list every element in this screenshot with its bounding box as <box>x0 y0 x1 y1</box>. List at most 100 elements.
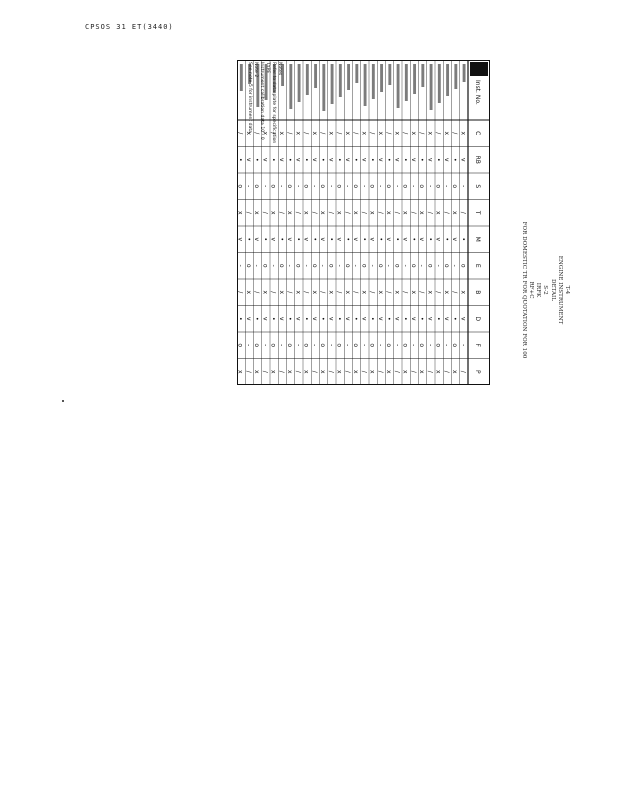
cell-mark: v <box>270 237 277 241</box>
cell-mark: x <box>360 131 367 135</box>
cell-mark: - <box>294 185 301 187</box>
cell-mark: v <box>393 317 400 321</box>
cell-mark: x <box>410 290 417 294</box>
cell-mark: • <box>410 237 417 241</box>
cell-mark: x <box>278 131 285 135</box>
cell-mark: - <box>294 344 301 346</box>
cell-mark: x <box>253 211 260 215</box>
cell-mark: x <box>237 211 244 215</box>
cell-mark: • <box>344 237 351 241</box>
cell-mark: / <box>402 132 409 135</box>
cell-mark: - <box>426 185 433 187</box>
cell-mark: - <box>435 265 442 267</box>
row-label-mark <box>413 64 417 94</box>
cell-mark: x <box>253 370 260 374</box>
cell-mark: x <box>459 131 466 135</box>
cell-mark: / <box>410 371 417 374</box>
cell-mark: • <box>393 237 400 241</box>
cell-mark: x <box>336 370 343 374</box>
cell-mark: - <box>245 344 252 346</box>
cell-mark: / <box>327 371 334 374</box>
cell-mark: • <box>435 158 442 162</box>
cell-mark: x <box>443 290 450 294</box>
cell-mark: o <box>270 184 277 188</box>
cell-mark: x <box>261 131 268 135</box>
cell-mark: x <box>385 211 392 215</box>
cell-mark: - <box>278 185 285 187</box>
row-label-mark <box>256 64 260 107</box>
cell-mark: x <box>245 290 252 294</box>
cell-mark: v <box>294 317 301 321</box>
cell-mark: - <box>360 185 367 187</box>
cell-mark: o <box>435 184 442 188</box>
row-label-mark <box>239 64 243 91</box>
cell-mark: x <box>336 211 343 215</box>
cell-mark: o <box>311 264 318 268</box>
cell-mark: v <box>443 317 450 321</box>
cell-mark: • <box>385 158 392 162</box>
cell-mark: v <box>278 317 285 321</box>
cell-mark: • <box>303 158 310 162</box>
cell-mark: • <box>286 158 293 162</box>
cell-mark: x <box>319 211 326 215</box>
cell-mark: - <box>451 265 458 267</box>
cell-mark: - <box>393 185 400 187</box>
cell-mark: x <box>286 211 293 215</box>
row-label-mark <box>404 64 408 101</box>
caption-line: ENGINE INSTRUMENT <box>556 255 563 325</box>
cell-mark: • <box>451 317 458 321</box>
cell-mark: / <box>303 132 310 135</box>
cell-mark: / <box>294 371 301 374</box>
cell-mark: - <box>261 185 268 187</box>
row-label-mark <box>281 64 285 86</box>
cell-mark: x <box>327 290 334 294</box>
caption-line: RF+C <box>527 281 534 299</box>
cell-mark: / <box>344 371 351 374</box>
cell-mark: / <box>344 212 351 215</box>
caption-line: IRFK <box>535 282 542 298</box>
cell-mark: v <box>393 158 400 162</box>
cell-mark: • <box>402 317 409 321</box>
note-line: Refer to data plate for specification <box>271 62 276 144</box>
cell-mark: o <box>410 264 417 268</box>
cell-mark: o <box>360 264 367 268</box>
cell-mark: v <box>459 317 466 321</box>
cell-mark: v <box>459 158 466 162</box>
cell-mark: o <box>385 343 392 347</box>
note-line: Notes <box>277 62 282 76</box>
cell-mark: / <box>327 212 334 215</box>
cell-mark: / <box>459 371 466 374</box>
cell-mark: v <box>402 237 409 241</box>
cell-mark: x <box>294 131 301 135</box>
cell-mark: / <box>360 212 367 215</box>
cell-mark: v <box>253 237 260 241</box>
cell-mark: - <box>237 265 244 267</box>
cell-mark: / <box>360 371 367 374</box>
header-tab-block <box>470 62 488 76</box>
cell-mark: - <box>459 344 466 346</box>
row-label-mark <box>289 64 293 109</box>
cell-mark: • <box>303 317 310 321</box>
cell-mark: o <box>369 343 376 347</box>
cell-mark: / <box>393 371 400 374</box>
cell-mark: o <box>451 184 458 188</box>
cell-mark: x <box>435 211 442 215</box>
cell-mark: x <box>451 370 458 374</box>
cell-mark: - <box>311 185 318 187</box>
cell-mark: x <box>459 290 466 294</box>
cell-mark: • <box>278 237 285 241</box>
cell-mark: x <box>369 370 376 374</box>
table-border <box>237 60 490 385</box>
cell-mark: v <box>303 237 310 241</box>
cell-mark: o <box>270 343 277 347</box>
cell-mark: / <box>459 212 466 215</box>
cell-mark: - <box>402 265 409 267</box>
row-label-mark <box>363 64 367 106</box>
document-id: CPSOS 31 ET(3440) <box>85 23 174 31</box>
cell-mark: x <box>377 290 384 294</box>
cell-mark: - <box>261 344 268 346</box>
cell-mark: o <box>402 343 409 347</box>
cell-mark: x <box>237 370 244 374</box>
cell-mark: / <box>352 132 359 135</box>
cell-mark: v <box>344 158 351 162</box>
